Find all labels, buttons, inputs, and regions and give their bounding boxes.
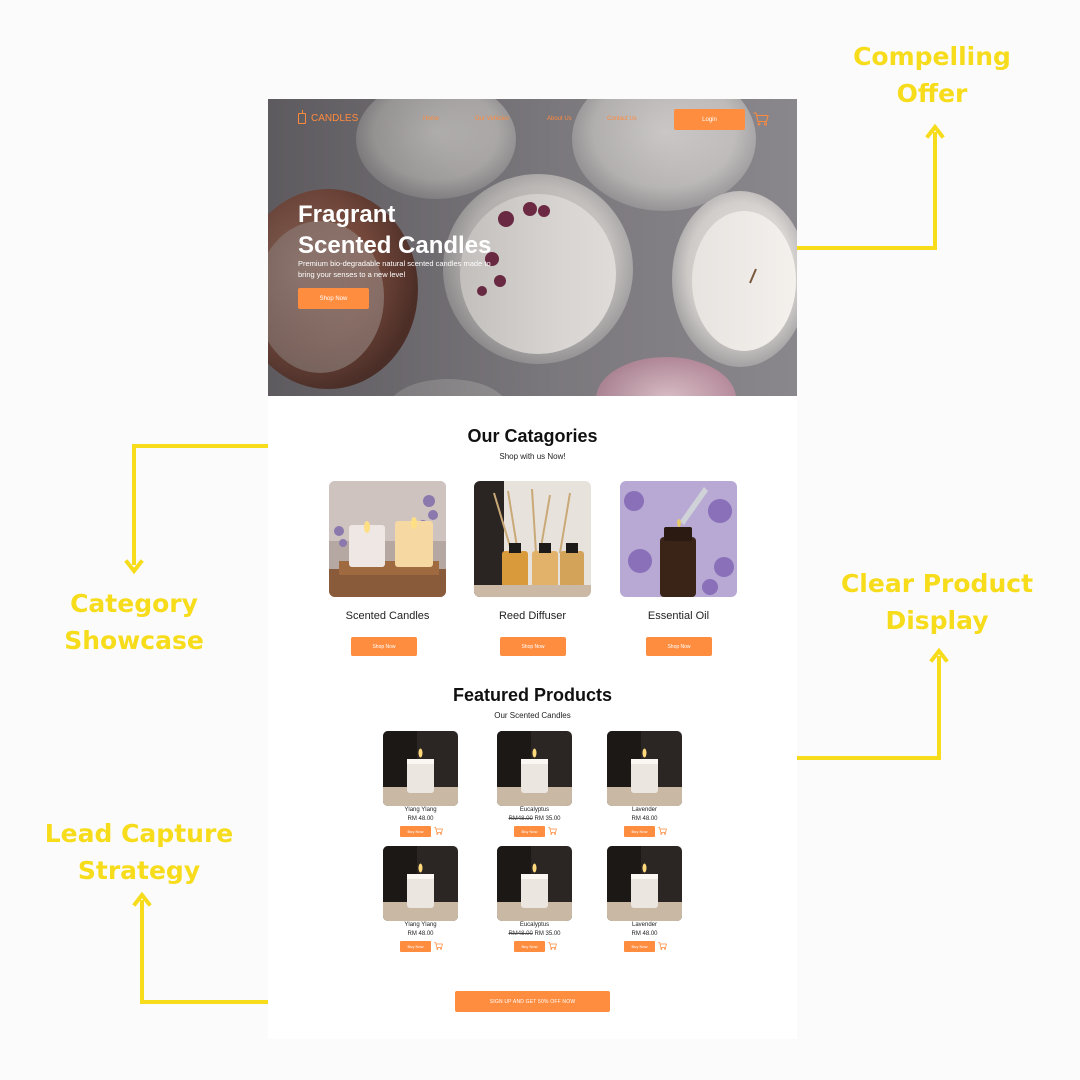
product-price: RM 48.00 xyxy=(407,816,434,822)
product-price: RM 35.00 xyxy=(534,931,561,937)
product-old-price: RM48.00 xyxy=(508,816,533,822)
product-name: Eucalyptus xyxy=(519,922,550,928)
category-image-essential-oil[interactable] xyxy=(620,481,737,597)
product-price-row: RM 48.00 xyxy=(383,931,458,937)
buy-now-button[interactable]: Buy Now xyxy=(400,941,431,952)
product-image[interactable] xyxy=(383,846,458,921)
category-name-scented-candles: Scented Candles xyxy=(345,610,430,622)
candle-icon xyxy=(298,110,306,124)
product-price: RM 48.00 xyxy=(631,931,658,937)
top-navbar: CANDLES Home Our Vehicles About Us Conta… xyxy=(268,99,797,141)
product-image[interactable] xyxy=(497,846,572,921)
add-to-cart-icon[interactable] xyxy=(548,827,557,835)
product-name: Ylang Ylang xyxy=(404,922,437,928)
product-name: Lavender xyxy=(631,922,658,928)
product-name: Lavender xyxy=(631,807,658,813)
hero-section: CANDLES Home Our Vehicles About Us Conta… xyxy=(268,99,797,396)
cart-icon[interactable] xyxy=(753,112,769,126)
product-name: Ylang Ylang xyxy=(404,807,437,813)
product-price-row: RM 48.00 xyxy=(383,816,458,822)
add-to-cart-icon[interactable] xyxy=(548,942,557,950)
product-image[interactable] xyxy=(497,731,572,806)
add-to-cart-icon[interactable] xyxy=(434,827,443,835)
product-image[interactable] xyxy=(383,731,458,806)
signup-offer-button[interactable]: SIGN UP AND GET 50% OFF NOW xyxy=(455,991,610,1012)
product-price: RM 48.00 xyxy=(407,931,434,937)
compelling-offer-annotation: Compelling Offer xyxy=(853,42,1011,108)
clear-product-display-arrowhead xyxy=(929,647,949,663)
buy-now-button[interactable]: Buy Now xyxy=(514,826,545,837)
product-price: RM 35.00 xyxy=(534,816,561,822)
brand-name: CANDLES xyxy=(311,113,359,124)
category-showcase-arrowhead xyxy=(124,559,144,575)
compelling-offer-arrowhead xyxy=(925,123,945,139)
lead-capture-strategy-annotation: Lead Capture Strategy xyxy=(44,819,234,885)
buy-now-button[interactable]: Buy Now xyxy=(624,941,655,952)
category-image-reed-diffuser[interactable] xyxy=(474,481,591,597)
hero-title: Fragrant Scented Candles xyxy=(298,201,492,259)
product-image[interactable] xyxy=(607,846,682,921)
hero-subtitle: Premium bio-degradable natural scented c… xyxy=(298,259,491,279)
category-shop-now-button[interactable]: Shop Now xyxy=(646,637,712,656)
category-name-essential-oil: Essential Oil xyxy=(647,610,710,622)
category-name-reed-diffuser: Reed Diffuser xyxy=(498,610,567,622)
hero-shop-now-button[interactable]: Shop Now xyxy=(298,288,369,309)
product-image[interactable] xyxy=(607,731,682,806)
buy-now-button[interactable]: Buy Now xyxy=(400,826,431,837)
website-mockup: CANDLES Home Our Vehicles About Us Conta… xyxy=(268,99,797,1039)
add-to-cart-icon[interactable] xyxy=(434,942,443,950)
product-price-row: RM 48.00 xyxy=(607,816,682,822)
featured-title: Featured Products xyxy=(452,685,613,705)
nav-link-contact-us[interactable]: Contact Us xyxy=(607,116,637,122)
product-price-row: RM 48.00 xyxy=(607,931,682,937)
product-old-price: RM48.00 xyxy=(508,931,533,937)
add-to-cart-icon[interactable] xyxy=(658,827,667,835)
add-to-cart-icon[interactable] xyxy=(658,942,667,950)
category-image-scented-candles[interactable] xyxy=(329,481,446,597)
buy-now-button[interactable]: Buy Now xyxy=(514,941,545,952)
buy-now-button[interactable]: Buy Now xyxy=(624,826,655,837)
category-showcase-annotation: Category Showcase xyxy=(64,589,204,655)
nav-link-about-us[interactable]: About Us xyxy=(547,116,572,122)
product-name: Eucalyptus xyxy=(519,807,550,813)
login-button[interactable]: Login xyxy=(674,109,745,130)
featured-subtitle: Our Scented Candles xyxy=(494,711,571,720)
brand-logo[interactable]: CANDLES xyxy=(298,110,359,124)
product-price: RM 48.00 xyxy=(631,816,658,822)
product-price-row: RM48.00 RM 35.00 xyxy=(497,816,572,822)
categories-title: Our Catagories xyxy=(467,426,598,446)
clear-product-display-annotation: Clear Product Display xyxy=(840,569,1034,635)
product-price-row: RM48.00 RM 35.00 xyxy=(497,931,572,937)
category-shop-now-button[interactable]: Shop Now xyxy=(500,637,566,656)
hero-overlay xyxy=(268,99,797,396)
lead-capture-arrowhead xyxy=(132,891,152,907)
nav-link-home[interactable]: Home xyxy=(423,116,440,122)
category-shop-now-button[interactable]: Shop Now xyxy=(351,637,417,656)
nav-link-our-vehicles[interactable]: Our Vehicles xyxy=(475,116,510,122)
categories-subtitle: Shop with us Now! xyxy=(499,452,566,461)
